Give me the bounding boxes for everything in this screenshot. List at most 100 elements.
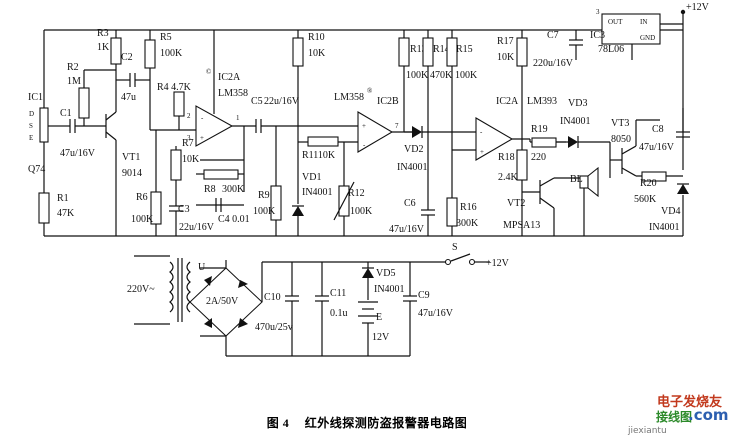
r16-label: R16 <box>460 202 477 213</box>
r3-label: R3 <box>97 28 109 39</box>
c2-label: C2 <box>121 52 133 63</box>
vd4-label: VD4 <box>661 206 680 217</box>
resistor-r10 <box>292 30 304 142</box>
resistor-r14 <box>422 30 434 132</box>
r16-value: 300K <box>456 218 479 229</box>
c5-value: 22u/16V <box>264 96 300 107</box>
c6-label: C6 <box>404 198 416 209</box>
r8-label: R8 <box>204 184 216 195</box>
ic1-label: IC1 <box>28 92 43 103</box>
resistor-r4 <box>173 91 185 130</box>
c5-label: C5 <box>251 96 263 107</box>
battery-value: 12V <box>372 332 390 343</box>
ic2a-pin1: 1 <box>236 114 240 122</box>
bridge-value: 2A/50V <box>206 296 239 307</box>
r13-value: 100K <box>406 70 429 81</box>
bl-label: BL <box>570 174 583 185</box>
capacitor-c8 <box>676 108 690 138</box>
c7-value: 220u/16V <box>533 58 574 69</box>
capacitor-c7 <box>569 30 583 60</box>
mains-transformer <box>134 255 191 325</box>
r7-value: 10K <box>182 154 200 165</box>
cmp-plus: + <box>480 148 484 156</box>
r6-value: 100K <box>131 214 154 225</box>
diode-vd5 <box>362 262 374 300</box>
r19-value: 220 <box>531 152 546 163</box>
vd3-value: IN4001 <box>560 116 591 127</box>
c10-value: 470u/25v <box>255 322 293 333</box>
r2-label: R2 <box>67 62 79 73</box>
c6-value: 47u/16V <box>389 224 425 235</box>
c1-label: C1 <box>60 108 72 119</box>
resistor-r13 <box>398 30 410 132</box>
r6-label: R6 <box>136 192 148 203</box>
r14-value: 470K <box>430 70 453 81</box>
pir-pin-e: E <box>29 134 33 142</box>
switch-vcc: +12V <box>486 258 510 269</box>
ic2a-label: IC2A <box>218 72 241 83</box>
resistor-r11 <box>298 136 358 147</box>
r9-label: R9 <box>258 190 270 201</box>
battery-label: E <box>376 312 382 323</box>
watermark-url: jiexiantu <box>628 426 667 436</box>
c11-label: C11 <box>330 288 346 299</box>
r12-label: R12 <box>348 188 365 199</box>
vd2-value: IN4001 <box>397 162 428 173</box>
r10-label: R10 <box>308 32 325 43</box>
pir-pin-d: D <box>29 110 34 118</box>
ic2a-part: LM358 <box>218 88 248 99</box>
c9-value: 47u/16V <box>418 308 454 319</box>
comparator-ic2a-lm393 <box>475 117 530 161</box>
vt2-label: VT2 <box>507 198 525 209</box>
r17-value: 10K <box>497 52 515 63</box>
c11-value: 0.1u <box>330 308 348 319</box>
c8-value: 47u/16V <box>639 142 675 153</box>
figure-title: 红外线探测防盗报警器电路图 <box>304 416 468 430</box>
pir-sensor-ic1 <box>39 107 62 143</box>
cmp-minus: - <box>480 128 483 136</box>
speaker-bl <box>579 166 599 236</box>
ic2a-pin3: 3 <box>187 134 191 142</box>
regulator-ic3 <box>601 13 683 60</box>
r7-label: R7 <box>182 138 194 149</box>
r12-value: 100K <box>350 206 373 217</box>
resistor-r2 <box>78 69 116 126</box>
figure-number: 图 4 <box>266 416 290 430</box>
r1-label: R1 <box>57 193 69 204</box>
capacitor-c4 <box>196 198 244 212</box>
resistor-r3 <box>110 30 122 112</box>
watermark-brand: 电子发烧友 <box>657 395 723 410</box>
resistor-r18 <box>516 139 528 236</box>
r18-value: 2.4K <box>498 172 519 183</box>
r11-label: R1110K <box>302 150 336 161</box>
ic2b-pin7: 7 <box>395 122 399 130</box>
vd5-label: VD5 <box>376 268 395 279</box>
diode-vd4 <box>677 183 689 194</box>
c8-label: C8 <box>652 124 664 135</box>
r19-label: R19 <box>531 124 548 135</box>
bridge-rectifier <box>189 260 446 357</box>
resistor-r15 <box>446 30 476 151</box>
resistor-r9 <box>270 126 282 236</box>
ic3-pin3: 3 <box>596 8 600 16</box>
resistor-r17 <box>516 30 528 139</box>
vcc-label: +12V <box>686 2 710 13</box>
capacitor-c9 <box>403 262 417 356</box>
switch-label: S <box>452 242 458 253</box>
watermark-domain: .com <box>688 406 729 424</box>
c2-value: 47u <box>121 92 136 103</box>
vd4-value: IN4001 <box>649 222 680 233</box>
r20-value: 560K <box>634 194 657 205</box>
resistor-r1 <box>38 142 50 236</box>
c3-value: 22u/16V <box>179 222 215 233</box>
capacitor-c10 <box>285 262 299 356</box>
ic2a-pin8: © <box>206 68 212 76</box>
q74-label: Q74 <box>28 164 45 175</box>
bridge-label: U <box>198 262 206 273</box>
resistor-r7 <box>170 146 182 192</box>
ic2b-part: LM358 <box>334 92 364 103</box>
ic2b-sym: ® <box>367 87 373 95</box>
r20-label: R20 <box>640 178 657 189</box>
r14-label: R14 <box>433 44 450 55</box>
